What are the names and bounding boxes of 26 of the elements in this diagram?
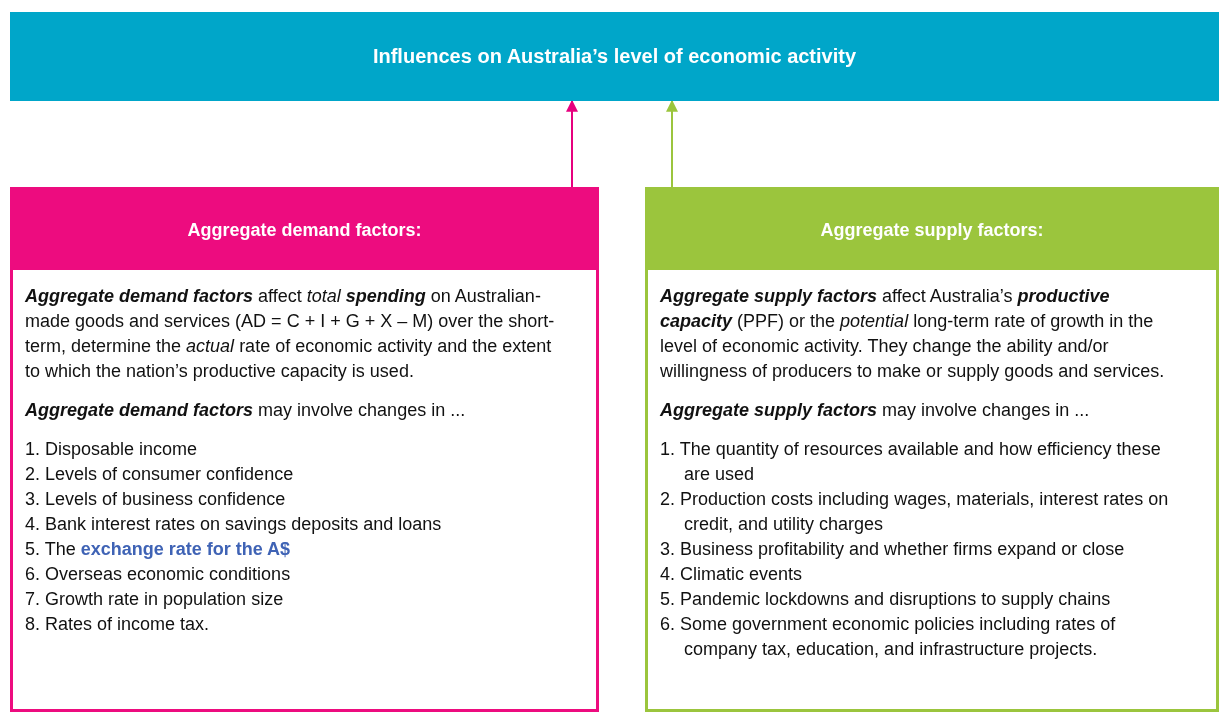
paragraph: Aggregate supply factors affect Australia’s productive capacity (PPF) or the potential long-term rate of growth in the level of economic activity. They change the ability and/or willingness of producers to make or supply goods and services. (660, 285, 1166, 383)
list-item: 2. Levels of consumer confidence (25, 463, 295, 486)
list-item: 1. The quantity of resources available and how efficiency these are used (660, 438, 1162, 486)
list-item: 3. Levels of business confidence (25, 488, 287, 511)
list-item: 1. Disposable income (25, 438, 199, 461)
list-item: 6. Overseas economic conditions (25, 563, 292, 586)
list-item: 6. Some government economic policies including rates of company tax, education, and infrastructure projects. (660, 613, 1117, 661)
list-item: 3. Business profitability and whether firms expand or close (660, 538, 1126, 561)
title-banner (10, 12, 1219, 101)
banner-title: Influences on Australia’s level of economic activity (372, 45, 857, 68)
arrow (566, 99, 578, 188)
list-item: 8. Rates of income tax. (25, 613, 211, 636)
factor-panel (10, 187, 599, 712)
arrow (666, 99, 678, 188)
list-item: 7. Growth rate in population size (25, 588, 285, 611)
panel-header: Aggregate demand factors: (13, 190, 596, 270)
list-item: 4. Bank interest rates on savings deposits and loans (25, 513, 443, 536)
list-item: 4. Climatic events (660, 563, 804, 586)
paragraph: Aggregate supply factors may involve changes in ... (660, 399, 1091, 422)
list-item: 5. The exchange rate for the A$ (25, 538, 292, 561)
factor-panel (645, 187, 1219, 712)
paragraph: Aggregate demand factors may involve changes in ... (25, 399, 467, 422)
paragraph: Aggregate demand factors affect total spending on Australian-made goods and services (AD = C + I + G + X – M) over the short-term, determine the actual rate of economic activity and the extent to which the nation’s productive capacity is used. (25, 285, 556, 383)
list-item: 5. Pandemic lockdowns and disruptions to supply chains (660, 588, 1112, 611)
panel-header: Aggregate supply factors: (648, 190, 1216, 270)
list-item: 2. Production costs including wages, materials, interest rates on credit, and utility charges (660, 488, 1170, 536)
